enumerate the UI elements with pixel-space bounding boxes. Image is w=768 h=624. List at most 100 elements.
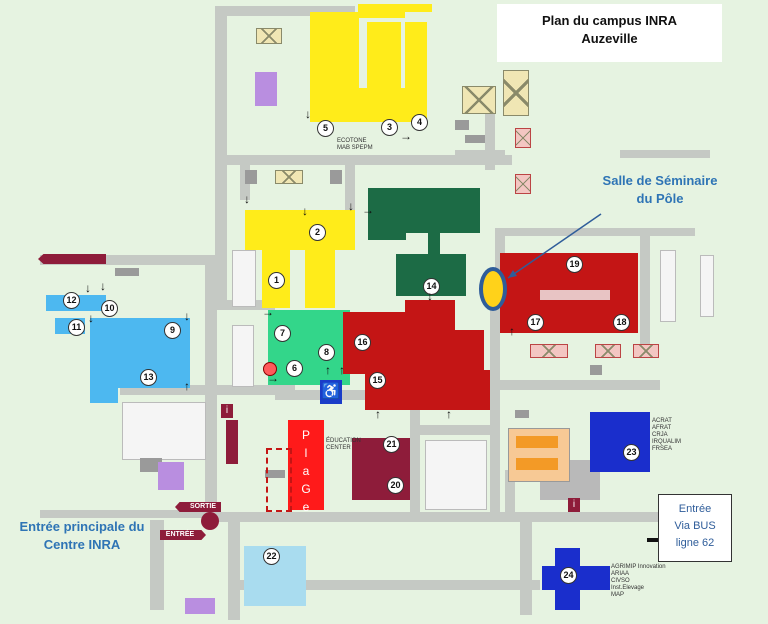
entrance-roundabout [201, 512, 219, 530]
entrance-arrow: ↑ [375, 407, 381, 421]
hatched-building [462, 86, 496, 114]
map-title: Plan du campus INRA Auzeville [541, 13, 678, 46]
entrance-arrow: ↑ [339, 363, 345, 377]
grey-building [265, 470, 285, 478]
orange-building [516, 458, 558, 470]
grey-building [590, 365, 602, 375]
building-number-19: 19 [566, 256, 583, 273]
building-number-20: 20 [387, 477, 404, 494]
hatched-building [256, 28, 282, 44]
road [500, 380, 660, 390]
purple-building [185, 598, 215, 614]
bus-entrance-box: Entrée Via BUS ligne 62 [658, 494, 732, 562]
grey-building [115, 268, 139, 276]
building-number-7: 7 [274, 325, 291, 342]
grey-building [232, 325, 254, 387]
road [275, 390, 415, 400]
yellow-building [245, 210, 355, 250]
road [205, 258, 217, 508]
road [215, 6, 227, 306]
plage-label: P l a G e [288, 426, 324, 516]
grey-building [140, 458, 162, 472]
road [40, 510, 220, 518]
entrance-arrow: ↑ [184, 379, 190, 393]
road [640, 235, 650, 345]
red-dashed-area [266, 448, 292, 512]
road [485, 100, 495, 170]
road [345, 160, 355, 210]
yellow-building [358, 4, 432, 12]
red-building [540, 290, 610, 300]
road [228, 520, 240, 620]
acrat-label: ACRAT AFRAT CRJA IRQUALIM FRSEA [652, 418, 682, 452]
red-building [405, 300, 455, 314]
hatched-building [515, 174, 531, 194]
road [620, 150, 710, 158]
plage-letter: e [302, 500, 310, 514]
main-entrance-annotation: Entrée principale du Centre INRA [19, 519, 145, 552]
entrance-arrow: ↓ [305, 107, 311, 121]
seminar-room-marker [479, 267, 507, 311]
entrance-arrow: ↑ [446, 407, 452, 421]
grey-building [465, 135, 485, 143]
navy-building [590, 412, 650, 472]
grey-building [660, 250, 676, 322]
plage-letter: G [301, 482, 311, 496]
light-blue-building [90, 385, 118, 403]
dark-green-building [368, 188, 406, 240]
marker-circle-6 [263, 362, 277, 376]
entrance-arrow: ↑ [509, 324, 515, 338]
building-number-17: 17 [527, 314, 544, 331]
ecotone-label: ECOTONE MAB SPEPM [337, 138, 373, 151]
seminar-room-annotation: Salle de Séminaire du Pôle [602, 173, 718, 206]
entrance-arrow: ↓ [348, 199, 354, 213]
entree-sign [160, 530, 206, 540]
bus-entrance-label: Entrée Via BUS ligne 62 [674, 503, 716, 549]
yellow-building [310, 12, 346, 122]
dark-green-building [428, 232, 440, 256]
grey-building [515, 410, 529, 418]
building-number-24: 24 [560, 567, 577, 584]
grey-building [245, 170, 257, 184]
bus-stop-bar [647, 538, 661, 542]
road [410, 425, 500, 435]
entrance-arrow: ↓ [88, 311, 94, 325]
yellow-building [345, 18, 359, 88]
purple-building [158, 462, 184, 490]
entrance-arrow: ↓ [85, 281, 91, 295]
building-number-1: 1 [268, 272, 285, 289]
plage-letter: a [302, 464, 310, 478]
plage-building: P l a G e [288, 420, 324, 514]
building-number-8: 8 [318, 344, 335, 361]
road [40, 255, 220, 265]
building-number-11: 11 [68, 319, 85, 336]
orange-building [516, 436, 558, 448]
purple-building [255, 72, 277, 106]
hatched-building [633, 344, 659, 358]
building-number-14: 14 [423, 278, 440, 295]
entrance-arrow: ↓ [100, 279, 106, 293]
info-icon: i [568, 498, 580, 512]
plage-letter: l [304, 446, 308, 460]
road [505, 470, 515, 515]
road [495, 228, 695, 236]
grey-building [330, 170, 342, 184]
entrance-arrow: ↓ [184, 309, 190, 323]
entrance-arrow: ↓ [244, 192, 250, 206]
red-building [454, 330, 484, 380]
road [150, 520, 164, 610]
building-number-22: 22 [263, 548, 280, 565]
hatched-building [275, 170, 303, 184]
road [120, 385, 295, 395]
building-number-13: 13 [140, 369, 157, 386]
info-icon: i [221, 404, 233, 418]
yellow-building [405, 22, 427, 122]
entrance-arrow: ↑ [325, 363, 331, 377]
plage-letter: P [301, 428, 310, 442]
entree-label: ENTRÉE [165, 531, 195, 538]
sortie-sign [175, 502, 221, 512]
yellow-building [305, 248, 335, 308]
road [520, 520, 532, 615]
road [222, 155, 512, 165]
